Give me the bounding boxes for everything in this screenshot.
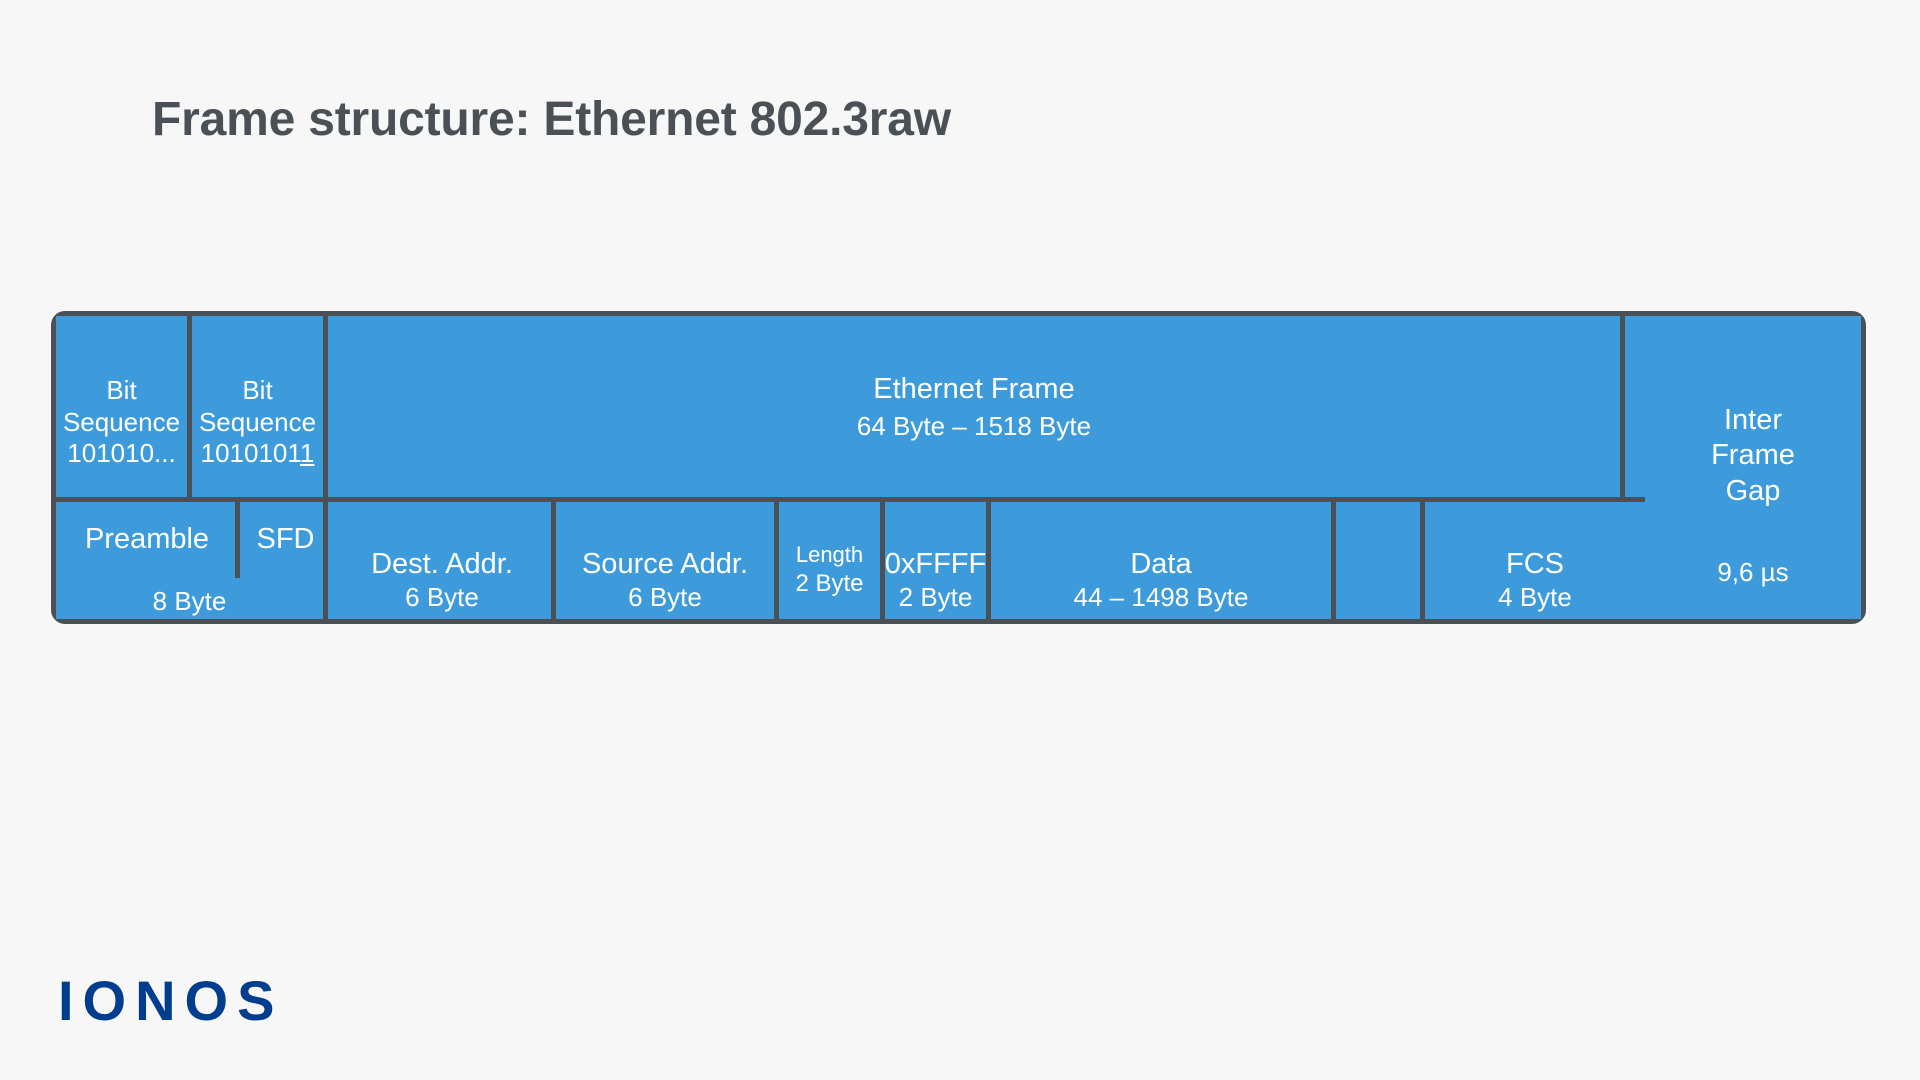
ethernet-frame-label: Ethernet Frame — [873, 373, 1075, 405]
ionos-logo: IONOS — [58, 969, 284, 1032]
sfd-label: SFD — [256, 523, 315, 556]
dest-addr-size: 6 Byte — [405, 582, 479, 613]
cell-bit-sequence-sfd: Bit Sequence 10101011 — [192, 316, 328, 497]
inter-frame-gap-label-line1: Inter — [1723, 404, 1783, 436]
fcs-label: FCS — [1506, 548, 1564, 580]
cell-preamble-sfd-group: Preamble SFD 8 Byte — [56, 502, 328, 619]
preamble-size: 8 Byte — [152, 586, 227, 616]
source-addr-label: Source Addr. — [581, 548, 749, 580]
bit-sequence-sfd-value: 10101011 — [201, 438, 315, 470]
data-label: Data — [1130, 548, 1192, 580]
cell-ethertype: 0xFFFF 2 Byte — [885, 502, 991, 619]
cell-dest-addr: Dest. Addr. 6 Byte — [333, 502, 556, 619]
cell-source-addr: Source Addr. 6 Byte — [556, 502, 779, 619]
cell-fcs: FCS 4 Byte — [1420, 502, 1645, 619]
inter-frame-gap-label-line2: Frame — [1711, 439, 1795, 472]
bit-sequence-preamble-label-line1: Bit — [106, 375, 137, 405]
cell-ethernet-frame: Ethernet Frame 64 Byte – 1518 Byte — [328, 316, 1625, 497]
cell-padding-gap — [1336, 502, 1420, 619]
length-label: Length — [795, 542, 864, 567]
page-title: Frame structure: Ethernet 802.3raw — [152, 93, 951, 146]
cell-bit-sequence-preamble: Bit Sequence 101010... — [56, 316, 192, 497]
bit-sequence-preamble-value: 101010... — [67, 438, 176, 469]
length-size: 2 Byte — [795, 569, 864, 597]
inter-frame-gap-duration: 9,6 µs — [1717, 557, 1789, 588]
ethertype-size: 2 Byte — [898, 582, 973, 613]
preamble-sfd-divider — [235, 502, 240, 578]
preamble-label: Preamble — [84, 523, 210, 556]
bit-sequence-sfd-label-line2: Sequence — [198, 406, 317, 437]
dest-addr-label: Dest. Addr. — [371, 548, 513, 580]
fcs-size: 4 Byte — [1498, 582, 1572, 613]
ethernet-frame-size: 64 Byte – 1518 Byte — [856, 411, 1092, 442]
cell-inter-frame-gap: Inter Frame Gap 9,6 µs — [1645, 316, 1861, 619]
source-addr-size: 6 Byte — [628, 582, 702, 613]
bit-sequence-sfd-label-line1: Bit — [242, 375, 273, 405]
inter-frame-gap-label-line3: Gap — [1725, 474, 1781, 507]
ethertype-label: 0xFFFF — [884, 548, 987, 580]
bit-sequence-sfd-value-last-bit: 1 — [299, 438, 315, 469]
preamble-sfd-label-row: Preamble SFD — [56, 502, 323, 578]
bit-sequence-sfd-value-prefix: 1010101 — [200, 438, 300, 469]
cell-data: Data 44 – 1498 Byte — [991, 502, 1336, 619]
cell-length: Length 2 Byte — [779, 502, 885, 619]
frame-structure-diagram: Bit Sequence 101010... Bit Sequence 1010… — [51, 311, 1866, 624]
bit-sequence-preamble-label-line2: Sequence — [62, 406, 181, 437]
data-size: 44 – 1498 Byte — [1073, 582, 1249, 613]
row-divider — [56, 497, 1645, 502]
